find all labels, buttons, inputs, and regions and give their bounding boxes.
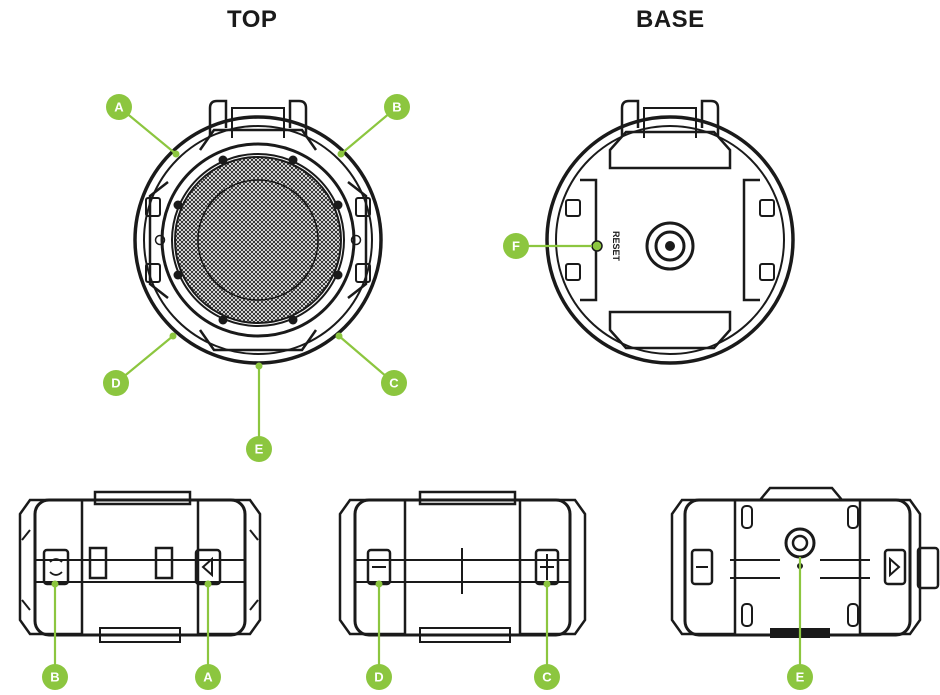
svg-text:D: D [111, 376, 120, 391]
svg-text:F: F [512, 239, 520, 254]
side-view-3-speaker [672, 488, 938, 638]
callout-e-side3: E [787, 664, 813, 690]
reset-label: RESET [611, 231, 621, 262]
svg-text:A: A [203, 670, 213, 685]
svg-text:A: A [114, 100, 124, 115]
svg-text:E: E [796, 670, 805, 685]
svg-text:B: B [392, 100, 401, 115]
callout-d-side2: D [366, 664, 392, 690]
callout-c-side2: C [534, 664, 560, 690]
callout-e-top: E [246, 436, 272, 462]
callout-d-top: D [103, 370, 129, 396]
callout-b-top: B [384, 94, 410, 120]
callout-a-side1: A [195, 664, 221, 690]
callout-f-base: F [503, 233, 529, 259]
callout-c-top: C [381, 370, 407, 396]
svg-text:C: C [389, 376, 399, 391]
top-view-speaker [135, 101, 381, 363]
svg-text:E: E [255, 442, 264, 457]
callout-a-top: A [106, 94, 132, 120]
svg-text:C: C [542, 670, 552, 685]
svg-text:B: B [50, 670, 59, 685]
side-view-2-speaker [340, 492, 585, 642]
callout-b-side1: B [42, 664, 68, 690]
base-view-speaker [547, 101, 793, 363]
svg-text:D: D [374, 670, 383, 685]
